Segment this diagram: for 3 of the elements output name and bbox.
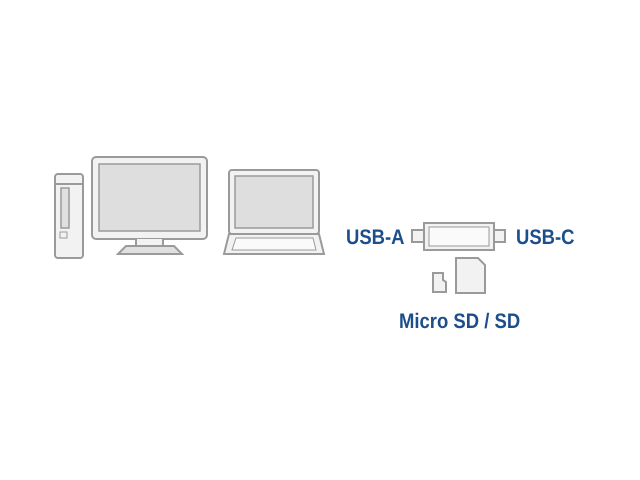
card-type-label: Micro SD / SD	[399, 310, 520, 334]
connector-label: USB-A	[346, 226, 405, 250]
connector-label: USB-C	[516, 226, 575, 250]
